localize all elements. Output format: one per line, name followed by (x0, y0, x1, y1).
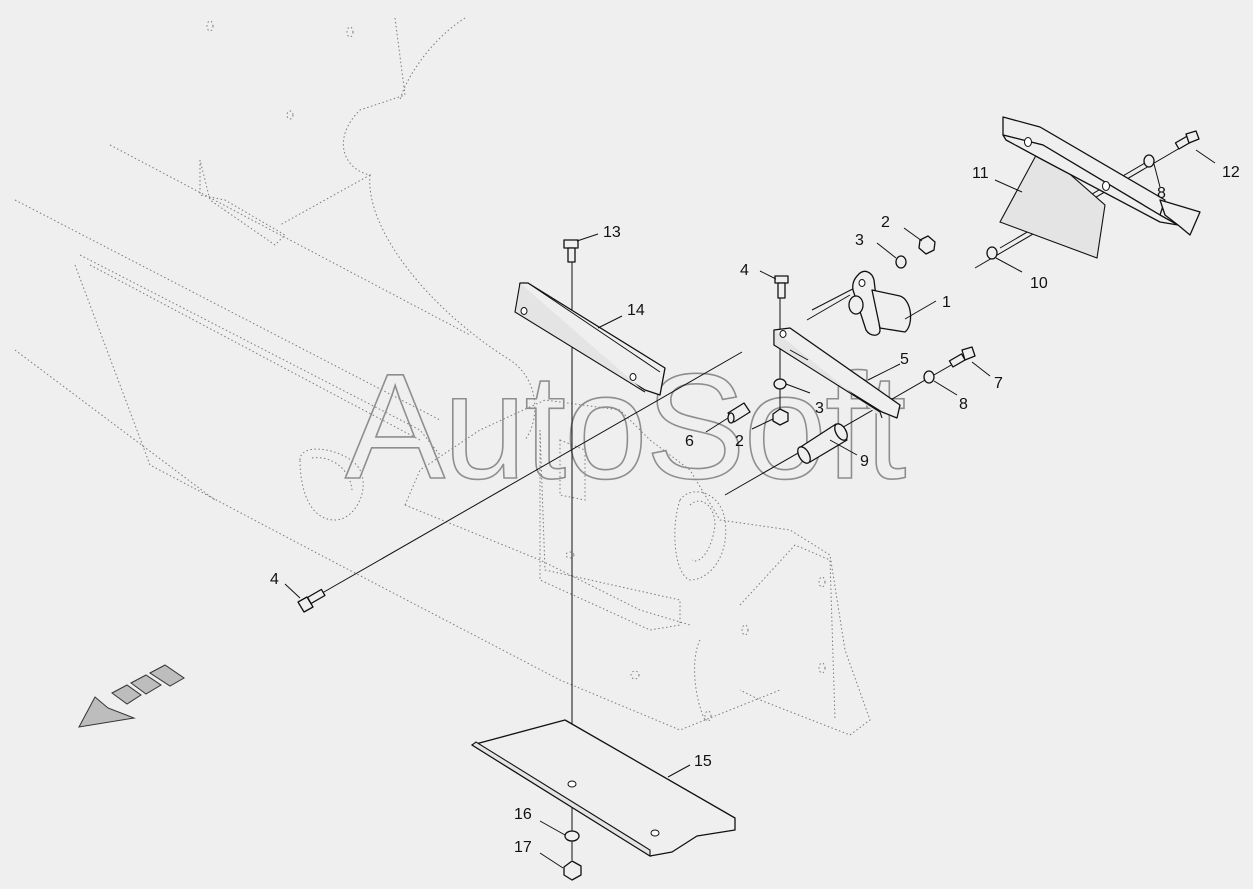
callout-16: 16 (514, 806, 532, 823)
callout-11: 11 (972, 165, 989, 182)
callout-8-top: 8 (1157, 185, 1166, 202)
bolt-part-4-lower (297, 588, 326, 613)
nut-part-2-upper (918, 235, 936, 255)
callout-6: 6 (685, 433, 694, 450)
arm-part-5 (773, 327, 901, 419)
washer-part-8-top (1143, 154, 1155, 168)
washer-part-8-lower (923, 370, 935, 384)
callout-2-upper: 2 (881, 214, 890, 231)
callout-7: 7 (994, 375, 1003, 392)
bolt-part-12 (1174, 130, 1200, 150)
callout-13: 13 (603, 224, 621, 241)
callout-labels: 1 2 3 4 5 6 7 8 8 9 10 11 12 13 14 15 16… (270, 164, 1240, 856)
callout-4-upper: 4 (740, 262, 749, 279)
nut-part-17 (563, 860, 582, 881)
bolt-part-4-upper (774, 275, 789, 299)
bolt-part-13 (563, 239, 579, 263)
callout-leaders (284, 149, 1216, 869)
callout-5: 5 (900, 351, 909, 368)
callout-3-upper: 3 (855, 232, 864, 249)
callout-12: 12 (1222, 164, 1240, 181)
callout-3-lower: 3 (815, 400, 824, 417)
sensor-part-1 (848, 270, 912, 336)
tube-part-9 (797, 423, 848, 464)
ghost-frame (14, 17, 871, 736)
washer-part-3-upper (895, 255, 907, 269)
callout-8-lower: 8 (959, 396, 968, 413)
washer-part-3-lower (773, 378, 787, 390)
nut-part-2-lower (772, 408, 789, 426)
callout-9: 9 (860, 453, 869, 470)
callout-14: 14 (627, 302, 645, 319)
callout-17: 17 (514, 839, 532, 856)
callout-1: 1 (942, 294, 951, 311)
bracket-part-11 (999, 116, 1201, 259)
pin-part-6 (727, 402, 751, 424)
callout-10: 10 (1030, 275, 1048, 292)
channel-part-14 (514, 282, 666, 396)
bolt-part-7 (948, 346, 976, 368)
washer-part-16 (564, 830, 580, 842)
front-direction-arrow-icon (78, 664, 185, 728)
plate-part-15 (471, 719, 736, 857)
callout-2-lower: 2 (735, 433, 744, 450)
callout-15: 15 (694, 753, 712, 770)
callout-4-lower: 4 (270, 571, 279, 588)
washer-part-10 (986, 246, 998, 260)
